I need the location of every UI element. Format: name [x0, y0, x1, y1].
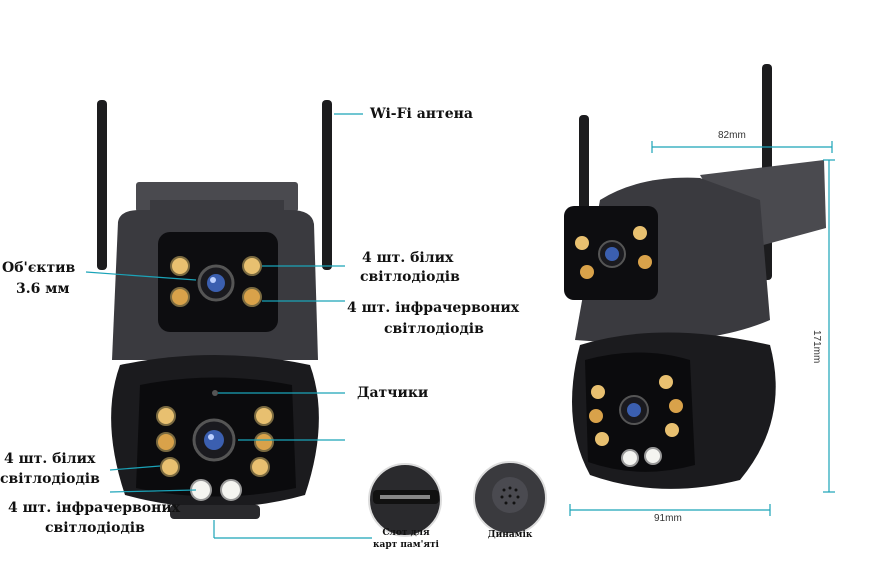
ir-leds-top-line1: 4 шт. інфрачервоних	[347, 300, 520, 316]
lens-label-line2: 3.6 мм	[16, 281, 70, 297]
led-ir-1	[170, 287, 190, 307]
white-leds-top-line2: світлодіодів	[360, 269, 460, 285]
height-dimension: 171mm	[811, 330, 822, 364]
depth-dimension: 91mm	[654, 513, 682, 524]
led-white-1	[170, 256, 190, 276]
white-leds-bottom-line1: 4 шт. білих	[4, 451, 96, 467]
memory-slot-label-line2: карт пам'яті	[373, 540, 439, 550]
white-leds-bottom-line2: світлодіодів	[0, 471, 100, 487]
camera-base	[170, 505, 260, 519]
memory-slot-label-line1: Слот для	[382, 528, 430, 538]
ir-leds-bottom-line1: 4 шт. інфрачервоних	[8, 500, 181, 516]
ir-leds-bottom-line2: світлодіодів	[45, 520, 145, 536]
sensors-label: Датчики	[357, 385, 429, 401]
width-dimension: 82mm	[718, 130, 746, 141]
led-white-2	[242, 256, 262, 276]
led-ir-2	[242, 287, 262, 307]
right-antenna	[322, 100, 332, 270]
lens-label-line1: Об'єктив	[2, 260, 76, 276]
left-antenna	[97, 100, 107, 270]
front-camera	[97, 100, 332, 519]
sensor-dot	[212, 390, 218, 396]
dimension-lines	[569, 141, 835, 516]
wifi-antenna-label: Wi-Fi антена	[370, 106, 473, 122]
callout-lines	[85, 113, 372, 539]
speaker-label: Динамік	[487, 530, 533, 540]
speaker-inset	[473, 461, 547, 535]
spotlight-2	[220, 479, 242, 501]
side-camera	[564, 64, 826, 489]
memory-slot-inset	[368, 463, 442, 537]
ir-leds-top-line2: світлодіодів	[384, 321, 484, 337]
white-leds-top-line1: 4 шт. білих	[362, 250, 454, 266]
